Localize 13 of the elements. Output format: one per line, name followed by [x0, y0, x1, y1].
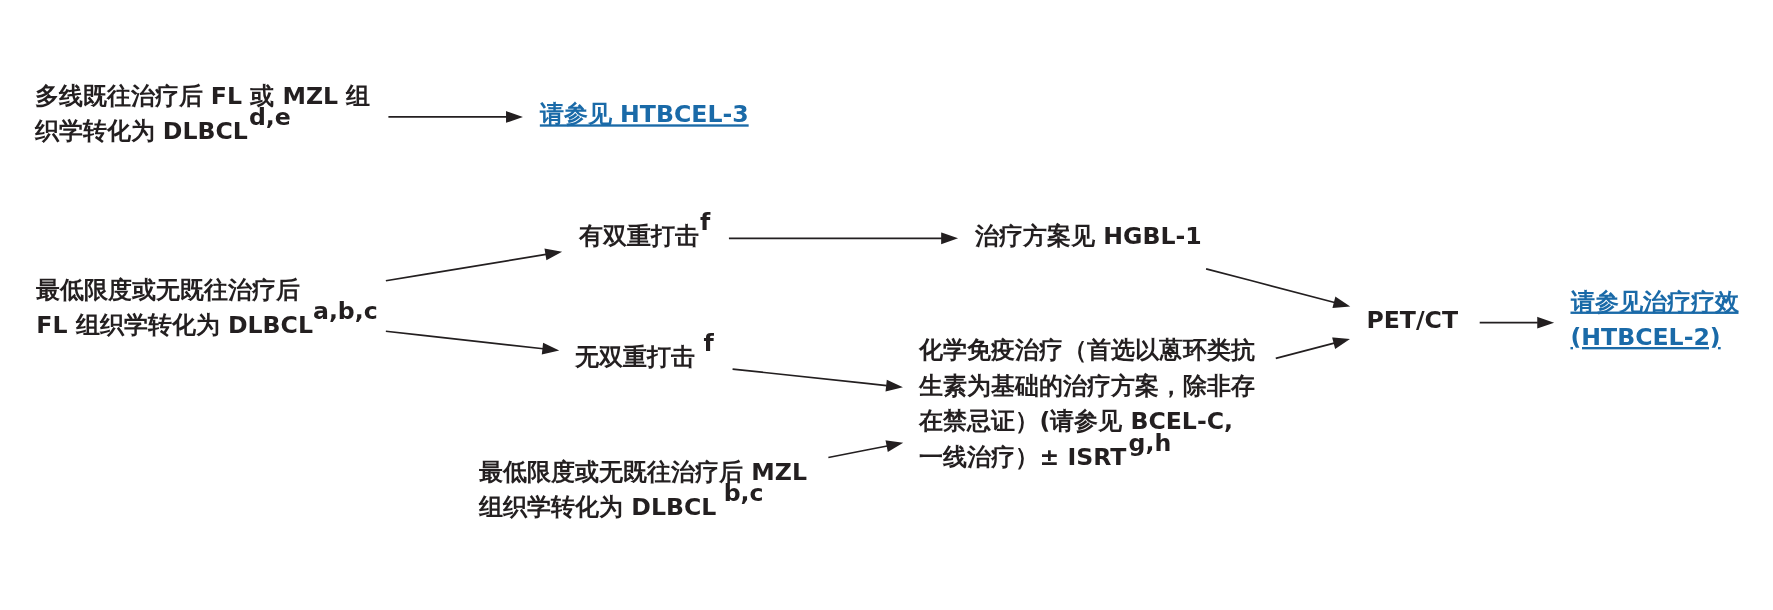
node-text: 请参见 HTBCEL-3 [539, 100, 749, 129]
node-text: PET/CT [1366, 306, 1458, 335]
arrow [827, 440, 904, 459]
arrow [731, 368, 903, 392]
arrow [728, 232, 959, 245]
arrow [1274, 337, 1350, 360]
node-text: 治疗方案见 HGBL-1 [975, 221, 1202, 250]
arrow [1478, 316, 1555, 329]
arrow [385, 248, 563, 282]
arrow [387, 111, 523, 123]
node-text: 请参见治疗疗效 (HTBCEL-2) [1570, 287, 1739, 351]
arrow [385, 330, 560, 355]
arrow [1205, 267, 1351, 308]
